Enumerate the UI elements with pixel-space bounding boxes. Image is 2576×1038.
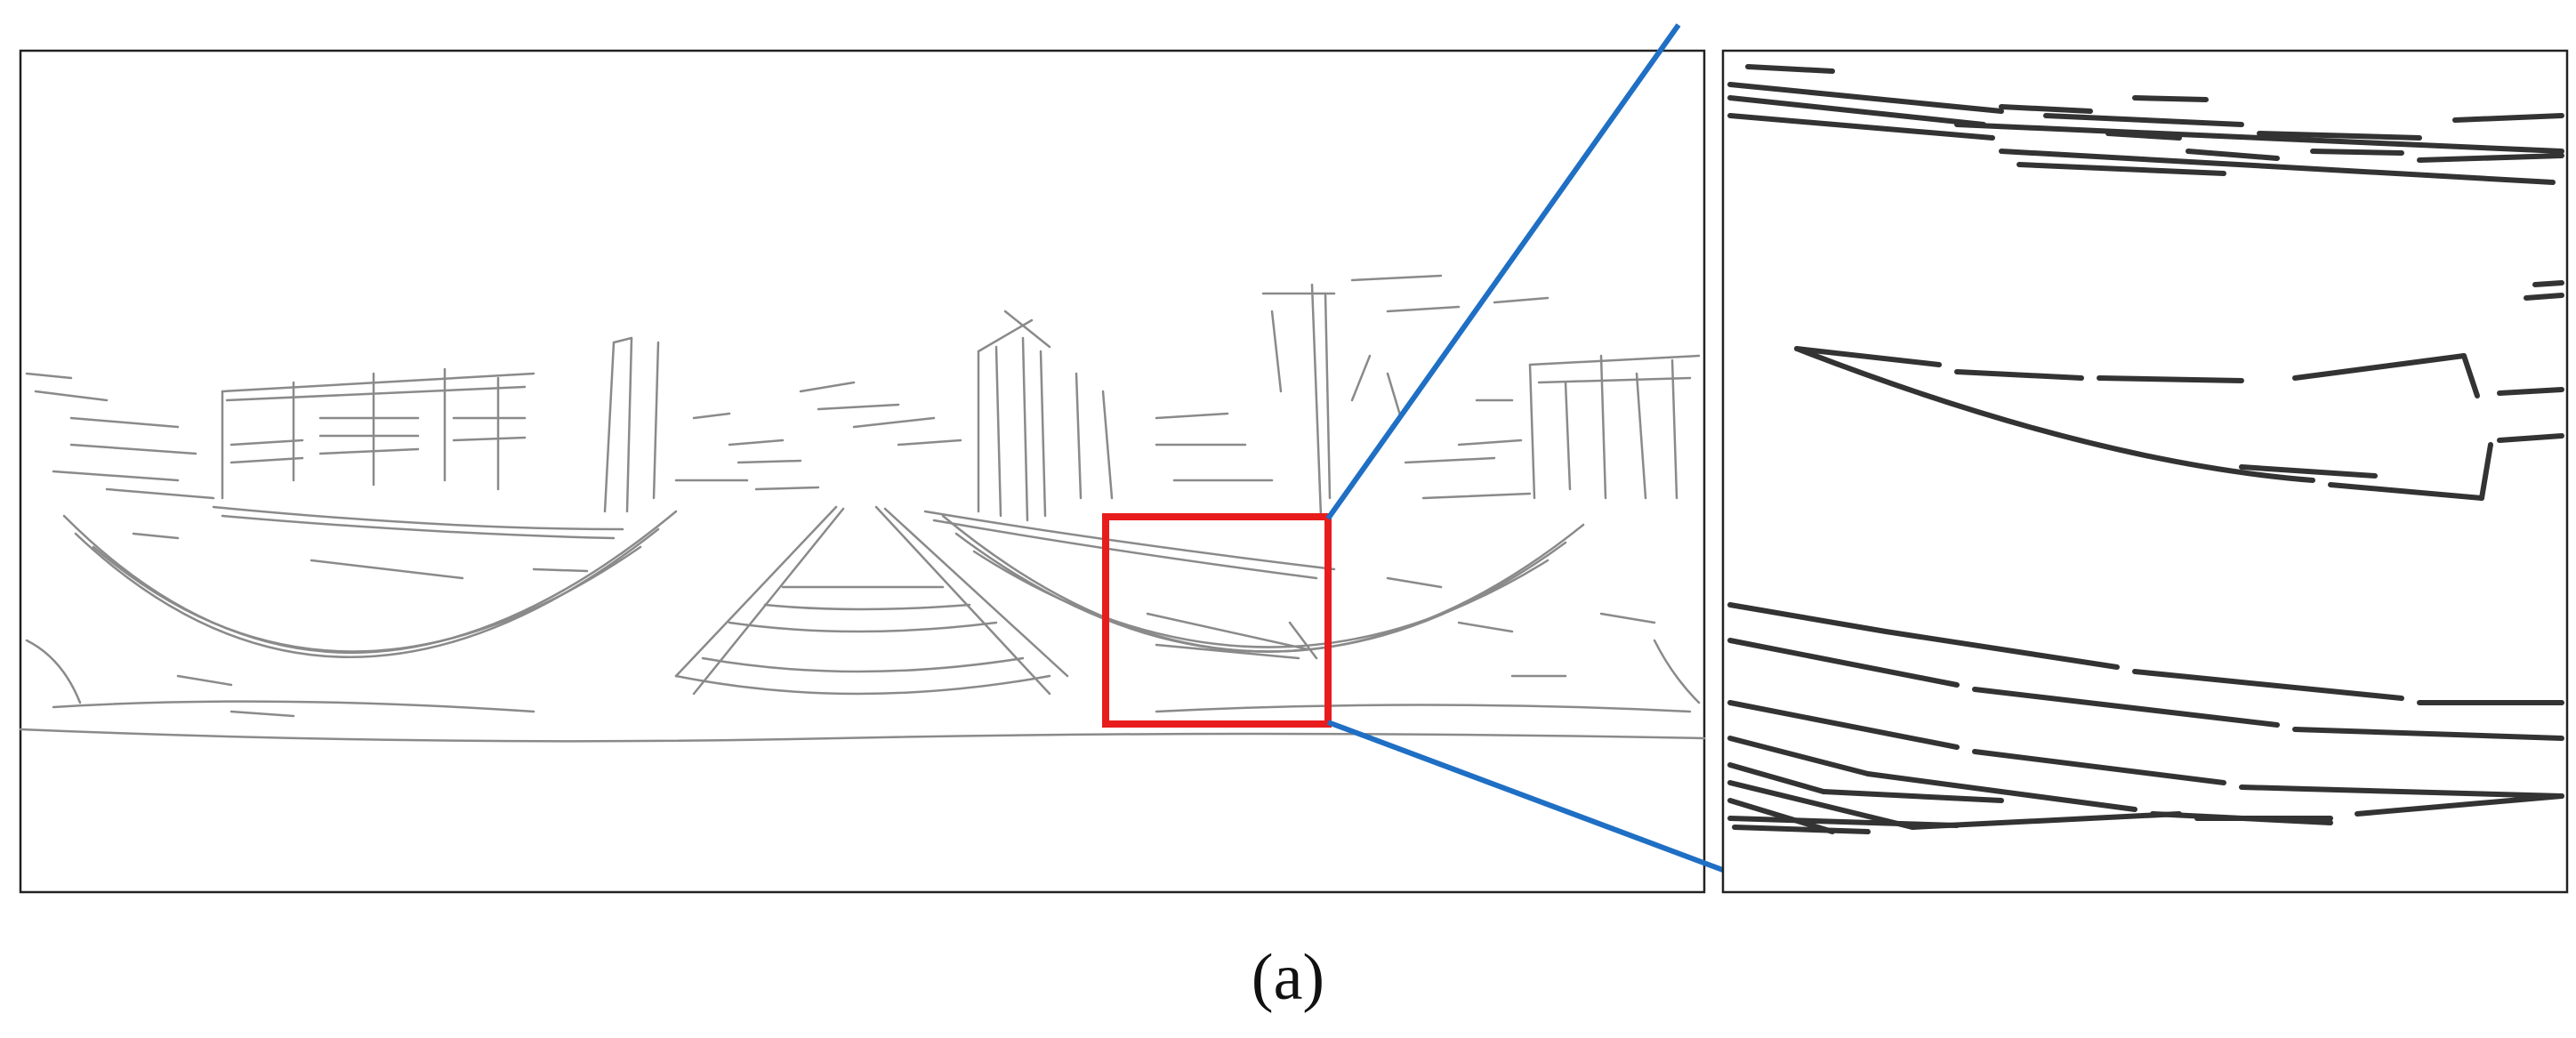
connector-top: [1325, 23, 1681, 520]
zoomed-frame: [1721, 49, 2569, 894]
connector-bottom: [1326, 720, 1729, 874]
zoom-connectors: [1325, 23, 1729, 874]
panorama-line-drawing: [19, 274, 1706, 743]
zoomed-panel: [1721, 49, 2569, 894]
panorama-frame: [19, 49, 1706, 894]
zoomed-line-drawing: [1727, 64, 2564, 834]
panorama-panel: [19, 49, 1706, 894]
zoom-region-highlight: [1102, 513, 1332, 728]
figure-caption: (a): [1251, 941, 1325, 1014]
